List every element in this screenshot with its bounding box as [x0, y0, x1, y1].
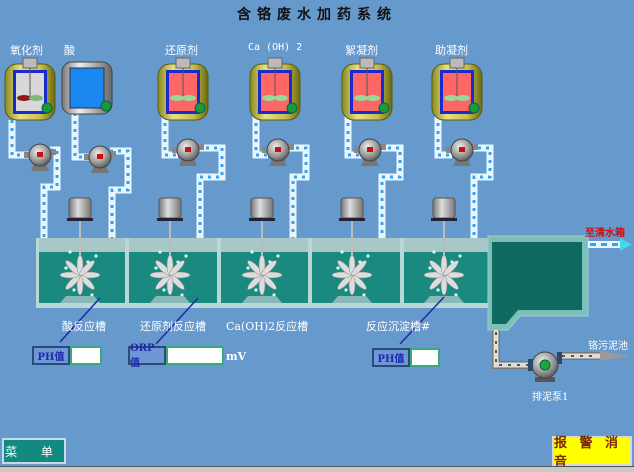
dosing-tank-coagulant-aid — [431, 57, 483, 121]
dosing-pump-icon[interactable] — [24, 143, 56, 171]
dosing-tank-acid — [61, 61, 113, 115]
dosing-pump-icon[interactable] — [262, 138, 294, 166]
tank-label-reductant: 还原剂 — [165, 44, 198, 57]
mixer-icon — [149, 197, 191, 303]
mixer-icon — [241, 197, 283, 303]
tank-label-oxidizer: 氧化剂 — [10, 44, 43, 57]
dosing-pipes — [8, 105, 494, 255]
sensor-lines — [59, 296, 445, 345]
dosing-pump-icon[interactable] — [354, 138, 386, 166]
ph-value-field[interactable] — [410, 348, 440, 367]
ph-label: PH值 — [32, 346, 70, 365]
status-bar — [0, 466, 634, 472]
clear-water-tank-label: 至清水箱 — [585, 228, 625, 239]
tank-label-caoh2: Ca (OH) 2 — [248, 42, 303, 53]
tank-label-acid: 酸 — [64, 44, 75, 57]
ph-reading-settling: PH值 — [372, 348, 440, 367]
sludge-pump-label: 排泥泵1 — [532, 392, 569, 403]
orp-reading: ORP值 — [128, 343, 224, 369]
reactor-label-settling: 反应沉淀槽# — [366, 320, 431, 333]
sludge-pipe — [492, 330, 630, 369]
alarm-silence-button[interactable]: 报 警 消 音 — [552, 436, 632, 470]
orp-value-field[interactable] — [166, 346, 224, 365]
reactor-label-acid: 酸反应槽 — [62, 320, 106, 333]
dosing-tank-flocculant — [341, 57, 393, 121]
tank-label-flocculant: 絮凝剂 — [345, 44, 378, 57]
reactor-label-caoh2: Ca(OH)2反应槽 — [226, 320, 309, 333]
sludge-pool-label: 铬污泥池 — [588, 341, 628, 352]
orp-unit: mV — [226, 350, 247, 363]
dosing-pump-icon[interactable] — [446, 138, 478, 166]
page-title: 含铬废水加药系统 — [237, 7, 397, 23]
sludge-pump-icon — [528, 351, 562, 382]
mixer-icon — [59, 197, 101, 303]
dosing-tank-oxidizer — [4, 57, 56, 121]
dosing-tank-caoh2 — [249, 57, 301, 121]
orp-label: ORP值 — [128, 343, 166, 369]
ph-reading-acid: PH值 — [32, 346, 102, 365]
dosing-pump-icon[interactable] — [172, 138, 204, 166]
clear-water-pipe — [588, 238, 632, 251]
dosing-tank-reductant — [157, 57, 209, 121]
tank-label-coagulant-aid: 助凝剂 — [435, 44, 468, 57]
mixer-icon — [331, 197, 373, 303]
reactor-label-reductant: 还原剂反应槽 — [140, 320, 206, 333]
clarifier — [487, 235, 589, 331]
menu-button[interactable]: 菜 单 — [2, 438, 66, 464]
dosing-pump-icon[interactable] — [84, 145, 116, 173]
mixer-icon — [423, 197, 465, 303]
ph-label: PH值 — [372, 348, 410, 367]
ph-value-field[interactable] — [70, 346, 102, 365]
